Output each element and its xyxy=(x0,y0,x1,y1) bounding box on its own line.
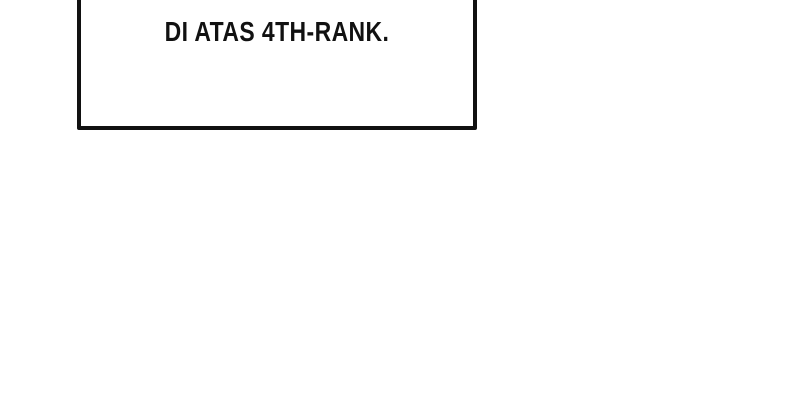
caption-text: DI ATAS 4TH-RANK. xyxy=(164,16,390,47)
caption-box: DI ATAS 4TH-RANK. xyxy=(77,0,477,130)
